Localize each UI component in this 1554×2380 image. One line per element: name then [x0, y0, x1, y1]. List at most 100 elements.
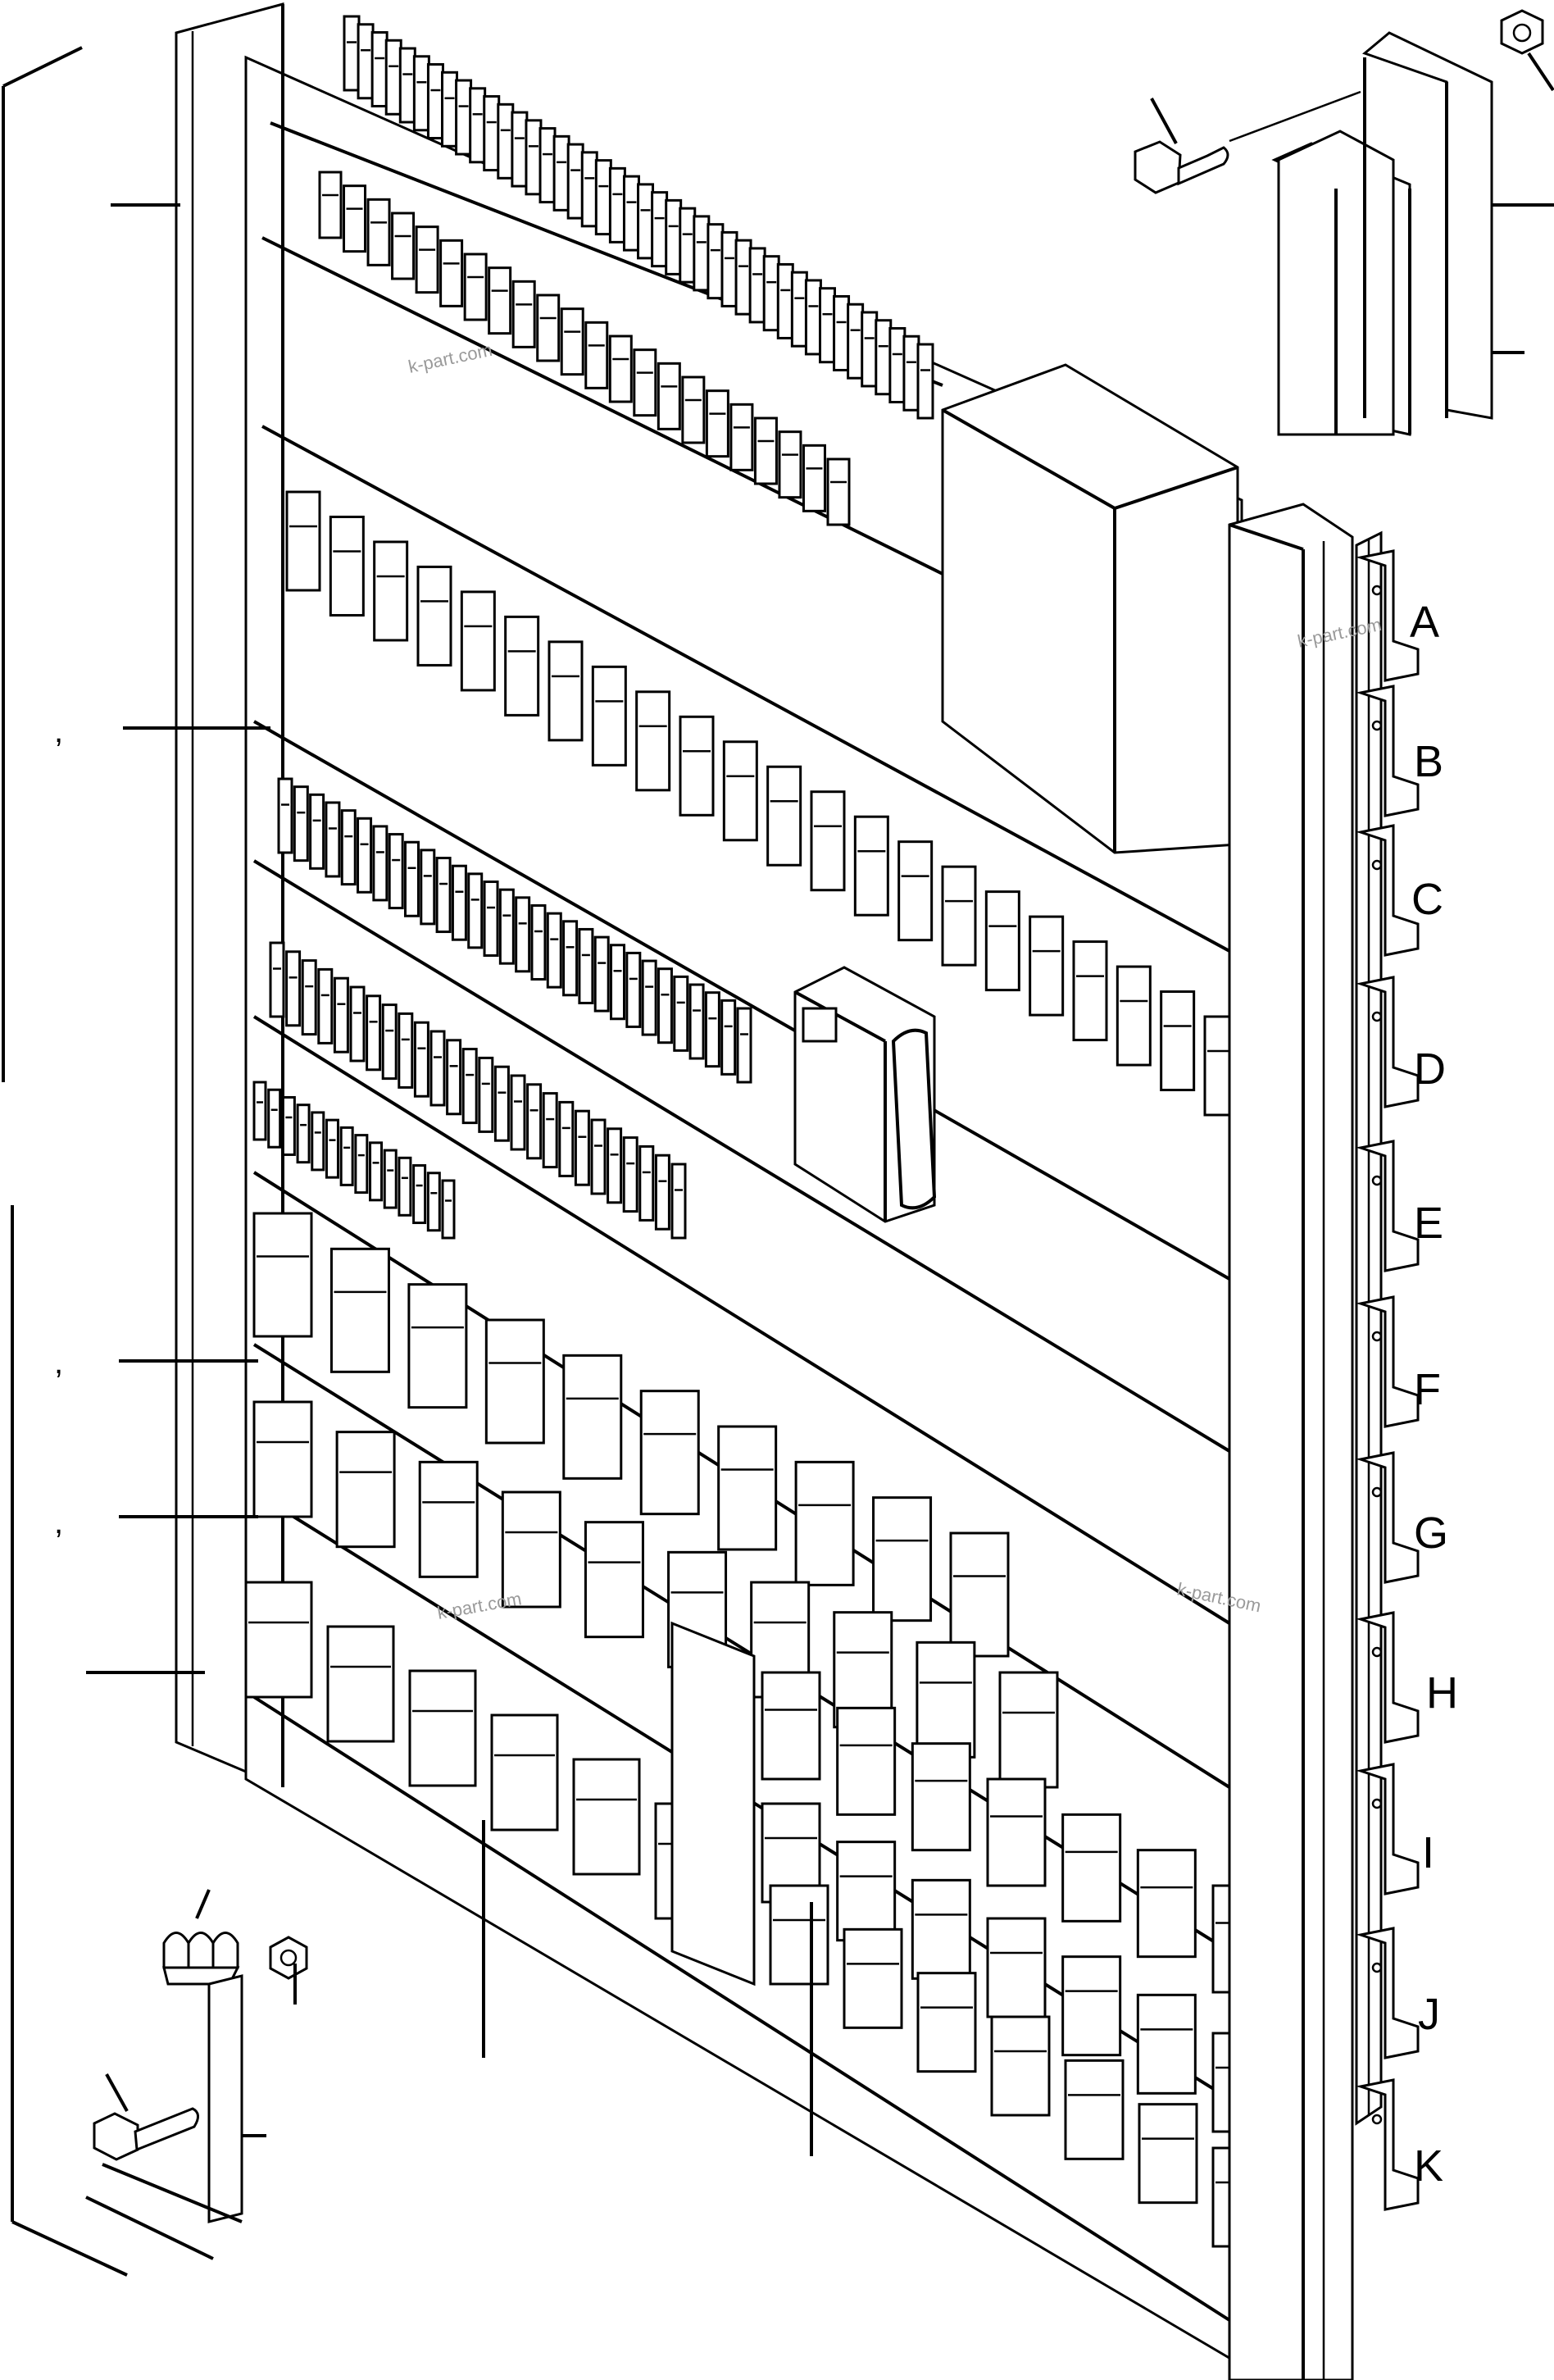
terminal-module	[325, 1118, 339, 1179]
terminal-module	[357, 23, 375, 100]
bracket-hole	[1371, 859, 1383, 871]
terminal-module	[720, 230, 738, 307]
terminal-module	[1064, 2059, 1125, 2160]
terminal-module	[651, 191, 669, 268]
terminal-module	[398, 47, 416, 124]
bracket-hole	[1371, 1486, 1383, 1498]
terminal-module	[574, 1109, 590, 1186]
terminal-module	[484, 1318, 545, 1445]
terminal-module	[269, 941, 285, 1018]
terminal-module	[610, 944, 626, 1021]
terminal-module	[562, 1354, 623, 1480]
terminal-module	[333, 976, 349, 1053]
terminal-module	[897, 840, 934, 942]
terminal-module	[369, 1141, 384, 1202]
terminal-module	[296, 1104, 311, 1164]
terminal-module	[941, 865, 977, 967]
terminal-module	[490, 1713, 559, 1832]
rail-bracket	[1356, 549, 1420, 682]
terminal-module	[373, 540, 409, 642]
terminal-module	[1061, 1813, 1122, 1923]
rail-bracket	[1356, 1451, 1420, 1584]
terminal-module	[836, 1706, 897, 1816]
terminal-module	[584, 1521, 644, 1639]
terminal-module	[335, 1431, 396, 1549]
terminal-module	[986, 1917, 1047, 2018]
rail-bracket	[1356, 976, 1420, 1108]
bracket-hole	[1371, 1175, 1383, 1186]
rail-bracket	[1356, 1763, 1420, 1895]
terminal-module	[566, 143, 584, 220]
callout-mark-3: ,	[54, 1504, 63, 1540]
terminal-module	[635, 690, 671, 792]
terminal-module	[418, 1460, 479, 1578]
terminal-module	[426, 63, 444, 140]
terminal-module	[1029, 915, 1065, 1017]
terminal-module	[949, 1531, 1010, 1658]
terminal-module	[872, 1496, 933, 1622]
terminal-module	[594, 159, 612, 236]
terminal-module	[510, 1074, 526, 1151]
terminal-module	[734, 239, 752, 316]
terminal-module	[318, 171, 343, 239]
rail-label-j: J	[1418, 1990, 1440, 2039]
terminal-module	[654, 1154, 670, 1231]
terminal-module	[681, 375, 706, 444]
bracket-hole	[1371, 1646, 1383, 1658]
terminal-module	[769, 1884, 829, 1986]
terminal-module	[853, 815, 889, 917]
terminal-module	[591, 665, 627, 767]
bracket-hole	[1371, 1962, 1383, 1973]
terminal-module	[488, 266, 512, 335]
terminal-module	[984, 890, 1020, 992]
terminal-module	[542, 1092, 558, 1169]
rail-bracket	[1356, 685, 1420, 817]
terminal-module	[761, 1671, 821, 1781]
terminal-module	[311, 1111, 325, 1172]
terminal-module	[285, 950, 302, 1027]
terminal-module	[679, 715, 715, 817]
terminal-module	[329, 515, 365, 617]
terminal-module	[833, 294, 851, 371]
rail-bracket	[1356, 2078, 1420, 2211]
terminal-module	[562, 920, 579, 997]
terminal-module	[309, 793, 325, 870]
rail-bracket	[1356, 1140, 1420, 1272]
terminal-module	[593, 935, 610, 1013]
rail-line	[252, 859, 1231, 1453]
terminal-module	[301, 959, 317, 1036]
terminal-module	[343, 15, 361, 92]
terminal-module	[525, 119, 543, 196]
terminal-module	[638, 1144, 655, 1222]
terminal-module	[990, 2015, 1051, 2117]
terminal-module	[679, 207, 697, 284]
terminal-module	[572, 1758, 641, 1876]
callout-mark-2: ,	[54, 1345, 63, 1381]
terminal-module	[778, 430, 802, 499]
terminal-module	[705, 389, 729, 458]
terminal-module	[670, 1163, 687, 1240]
terminal-module	[384, 39, 402, 116]
terminal-module	[548, 640, 584, 742]
terminal-module	[986, 1777, 1047, 1887]
terminal-module	[483, 95, 501, 172]
nut-icon	[269, 1936, 308, 1980]
terminal-module	[391, 212, 416, 280]
terminal-module	[1061, 1955, 1122, 2057]
terminal-module	[455, 79, 473, 156]
terminal-module	[441, 1179, 456, 1240]
connector-box	[793, 966, 937, 1223]
module-rows	[244, 15, 1321, 2355]
terminal-module	[408, 1669, 477, 1787]
terminal-module	[810, 790, 846, 892]
terminal-module	[1072, 940, 1108, 1042]
terminal-module	[1136, 1849, 1197, 1959]
rail-label-a: A	[1410, 598, 1439, 647]
bracket-hole	[1371, 1331, 1383, 1342]
rail-label-i: I	[1422, 1828, 1434, 1877]
terminal-module	[794, 1460, 855, 1586]
terminal-module	[461, 1048, 478, 1125]
terminal-module	[766, 765, 802, 867]
rail-label-k: K	[1414, 2141, 1443, 2191]
terminal-module	[339, 1126, 354, 1186]
